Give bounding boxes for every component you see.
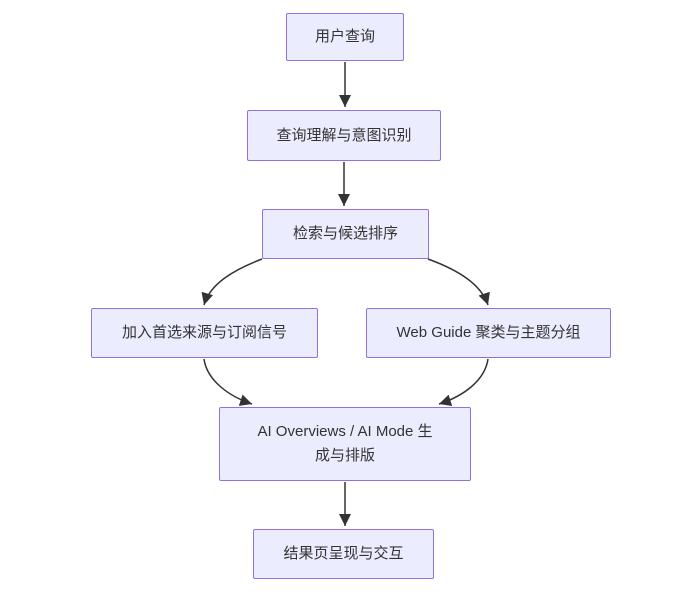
node-retrieval-ranking-label: 检索与候选排序 <box>292 225 398 242</box>
node-web-guide-clustering: Web Guide 聚类与主题分组 <box>366 308 611 358</box>
node-user-query-label: 用户查询 <box>314 28 375 45</box>
node-retrieval-ranking: 检索与候选排序 <box>262 209 429 259</box>
node-results-page-label: 结果页呈现与交互 <box>283 545 404 562</box>
edge-retrieval-to-preferred-sources <box>201 258 263 306</box>
edge-preferred-sources-to-ai-overviews <box>203 358 253 406</box>
node-ai-overviews-generation: AI Overviews / AI Mode 生 成与排版 <box>219 407 471 481</box>
node-ai-overviews-generation-label: AI Overviews / AI Mode 生 成与排版 <box>257 423 433 464</box>
node-results-page: 结果页呈现与交互 <box>253 529 434 579</box>
edge-web-guide-to-ai-overviews <box>438 358 489 407</box>
node-preferred-sources: 加入首选来源与订阅信号 <box>91 308 318 358</box>
node-preferred-sources-label: 加入首选来源与订阅信号 <box>121 324 287 341</box>
node-query-understanding: 查询理解与意图识别 <box>247 110 441 161</box>
node-query-understanding-label: 查询理解与意图识别 <box>276 126 412 144</box>
node-web-guide-clustering-label: Web Guide 聚类与主题分组 <box>396 324 581 341</box>
edge-retrieval-to-web-guide <box>427 258 490 306</box>
node-user-query: 用户查询 <box>286 13 404 61</box>
